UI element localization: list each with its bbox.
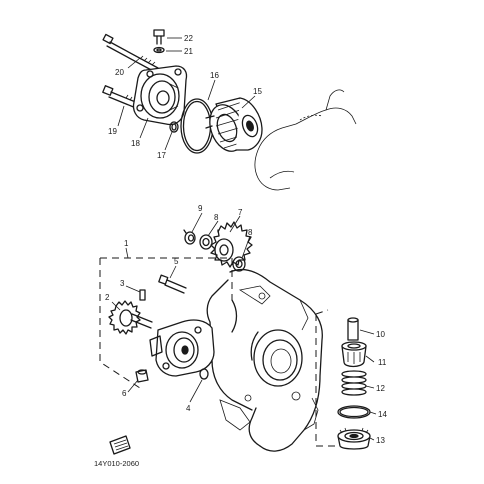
- callout-17: 17: [157, 151, 166, 160]
- pipe-10: [347, 317, 359, 341]
- assembly-1-bracket: [99, 257, 233, 389]
- callout-12: 12: [376, 384, 385, 393]
- circlip-9: [183, 229, 196, 245]
- spring-12: [341, 370, 367, 396]
- strainer-plug-13: [337, 427, 371, 450]
- washer-8-lower: [232, 256, 246, 272]
- callout-18: 18: [131, 139, 140, 148]
- strainer-bracket: [315, 309, 336, 447]
- dowel-pin-3: [139, 289, 146, 301]
- diagram-code: 14Y010-2060: [94, 459, 139, 468]
- bolt-5: [158, 274, 187, 294]
- callout-11: 11: [378, 358, 387, 367]
- crankcase-lower-half: [206, 268, 323, 452]
- callout-8-lower: 8: [248, 228, 253, 237]
- callout-9: 9: [198, 204, 203, 213]
- callout-15: 15: [253, 87, 262, 96]
- callout-14: 14: [378, 410, 387, 419]
- manufacturer-logo-icon: [109, 435, 131, 455]
- o-ring-14: [337, 405, 371, 419]
- leader-lines: [111, 37, 377, 441]
- bolt-20: [102, 33, 159, 73]
- o-ring-17: [169, 121, 179, 133]
- filter-cover-18: [132, 65, 188, 126]
- callout-7: 7: [238, 208, 243, 217]
- bolt-22: [153, 29, 165, 45]
- callout-22: 22: [184, 34, 193, 43]
- callout-labels: 22 21 20 16 15 19 18 17 9 8 7 8 1 5 3 2 …: [105, 34, 387, 445]
- oil-pump-body: [149, 319, 215, 377]
- washer-21: [153, 46, 165, 54]
- callout-3: 3: [120, 279, 125, 288]
- o-ring-4: [199, 368, 209, 380]
- bolt-19: [102, 85, 139, 109]
- callout-21: 21: [184, 47, 193, 56]
- callout-13: 13: [376, 436, 385, 445]
- o-ring-16: [180, 98, 214, 154]
- strainer-cap-11: [341, 341, 367, 368]
- gear-7: [210, 221, 253, 268]
- callout-2: 2: [105, 293, 110, 302]
- callout-16: 16: [210, 71, 219, 80]
- callout-19: 19: [108, 127, 117, 136]
- washer-8-upper: [199, 234, 213, 250]
- oil-filter-element-15: [205, 97, 263, 152]
- callout-20: 20: [115, 68, 124, 77]
- bolt-6: [135, 369, 149, 383]
- callout-4: 4: [186, 404, 191, 413]
- callout-10: 10: [376, 330, 385, 339]
- callout-1: 1: [124, 239, 129, 248]
- pump-drive-gear-2: [108, 300, 153, 335]
- callout-8-upper: 8: [214, 213, 219, 222]
- callout-5: 5: [174, 257, 179, 266]
- crankcase-upper-outline: [254, 89, 357, 191]
- callout-6: 6: [122, 389, 127, 398]
